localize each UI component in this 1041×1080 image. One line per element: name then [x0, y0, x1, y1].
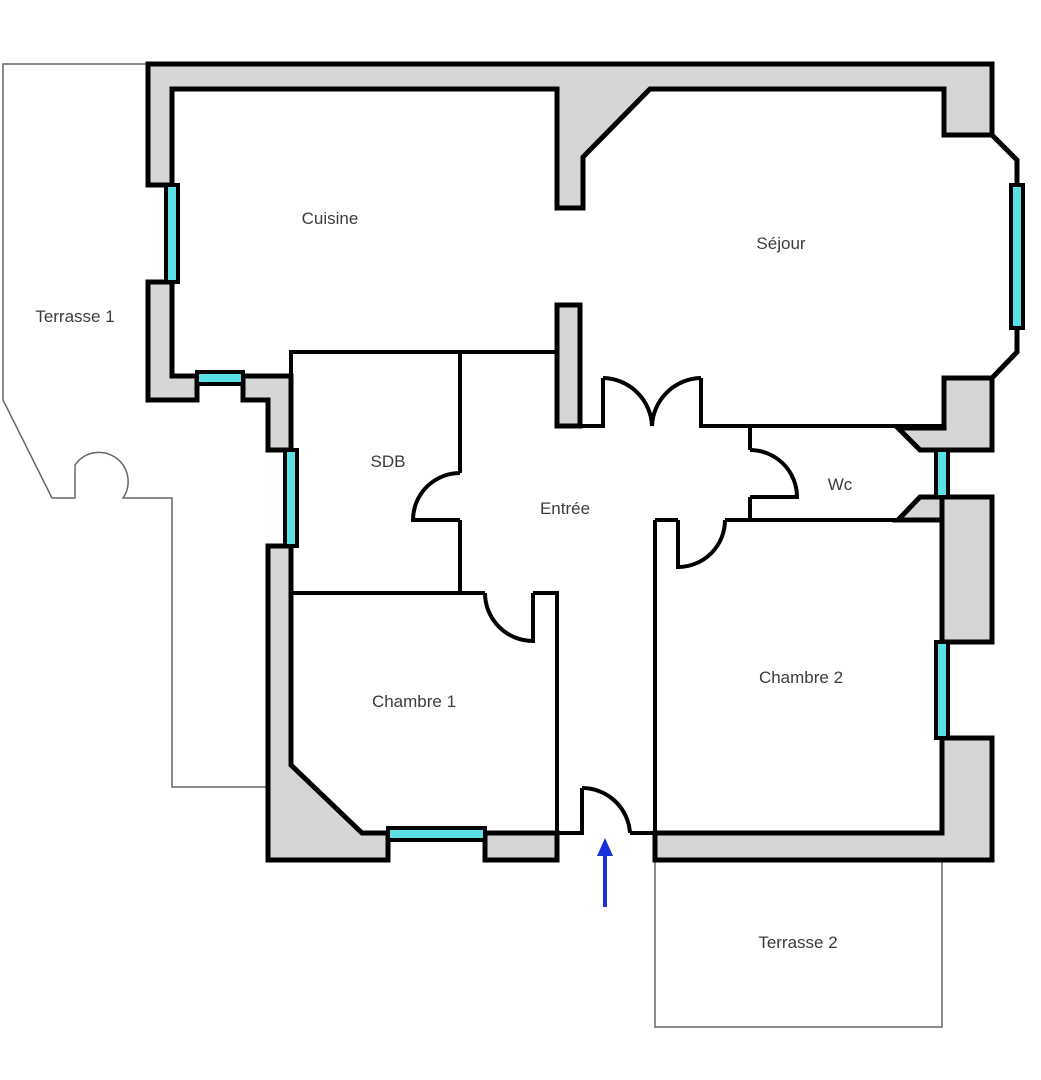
room-label-sdb: SDB — [370, 452, 406, 471]
sejour-double-door-right — [650, 376, 702, 427]
sejour-double-door-left — [602, 376, 654, 427]
left-wall-upper — [145, 279, 200, 403]
bay-wall-lower — [990, 328, 1020, 380]
entry-wall-left — [557, 788, 584, 835]
room-label-terrasse-1: Terrasse 1 — [35, 307, 115, 326]
chambre1-south-window — [386, 826, 487, 842]
cuisine-south-window — [195, 370, 245, 386]
room-label-terrasse-2: Terrasse 2 — [758, 933, 838, 952]
room-label-chambre-2: Chambre 2 — [758, 668, 844, 687]
cuisine-west-window — [164, 183, 180, 284]
terrace-outlines — [2, 63, 943, 1028]
terrace-1-outline — [2, 63, 268, 788]
room-label-chambre-1: Chambre 1 — [371, 692, 457, 711]
chambre1-east-wall — [533, 591, 559, 833]
room-label-wc: Wc — [827, 475, 853, 494]
top-wall — [145, 61, 995, 211]
terrace-2-outline — [654, 860, 943, 1028]
wc-east-window — [934, 448, 950, 499]
cuisine-south-wall — [289, 350, 557, 376]
exterior-walls — [145, 61, 995, 863]
bay-wall-upper — [990, 133, 1020, 185]
right-wall-mid — [939, 494, 995, 645]
entry-arrow-icon — [597, 838, 613, 907]
sdb-west-window — [283, 448, 299, 548]
chambre2-door — [676, 519, 727, 570]
sejour-east-window — [1009, 183, 1025, 330]
left-wall-step — [240, 373, 294, 453]
door-swings — [410, 376, 800, 834]
interior-walls — [289, 350, 944, 835]
wc-upper-corner — [891, 375, 995, 453]
wc-lower-corner — [892, 494, 945, 523]
windows — [164, 183, 1025, 842]
right-wall-lower — [652, 735, 995, 863]
sejour-south-wall-left — [580, 378, 605, 428]
bay-window-walls — [990, 133, 1020, 380]
chambre2-east-window — [934, 640, 950, 740]
room-label-entree: Entrée — [539, 499, 591, 518]
chambre1-door — [483, 592, 535, 644]
wc-door — [749, 448, 800, 499]
bottom-wall-segment — [482, 830, 560, 863]
room-label-cuisine: Cuisine — [301, 209, 359, 228]
sejour-south-wall-right — [699, 378, 944, 428]
entry-door — [581, 785, 632, 834]
sdb-door — [410, 471, 461, 522]
room-label-sejour: Séjour — [756, 234, 806, 253]
partition-pillar — [554, 302, 583, 429]
